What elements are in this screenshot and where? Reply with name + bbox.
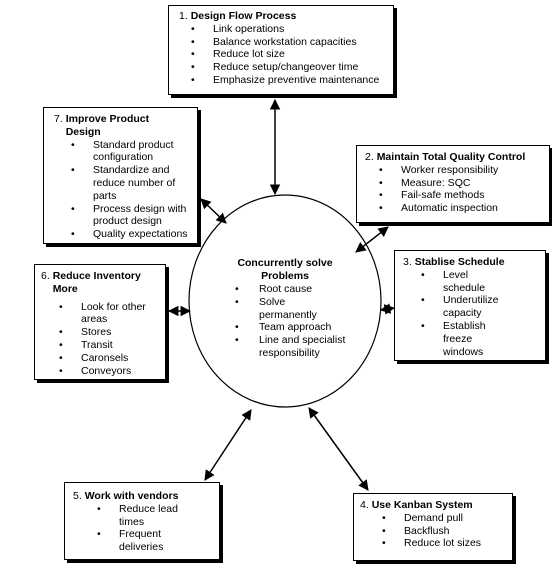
box-use-kanban-system: 4. Use Kanban System Demand pull Backflu… (353, 493, 513, 561)
box7-item: Standardize and reduce number of parts (71, 164, 197, 202)
box6-number: 6. (41, 270, 50, 282)
arrow-box3-center (379, 303, 396, 315)
box2-number: 2. (365, 151, 374, 163)
box-design-flow-process: 1. Design Flow Process Link operations B… (168, 5, 394, 95)
box6-item: Transit (59, 339, 157, 352)
box1-item: Reduce lot size (191, 48, 387, 61)
box5-number: 5. (73, 490, 82, 502)
center-problem-solving: Concurrently solve Problems Root cause S… (191, 197, 379, 397)
center-item-line-specialist: Line and specialist responsibility (235, 334, 351, 360)
box6-title-text: Reduce Inventory More (52, 270, 141, 295)
box3-item: Underutilize capacity (421, 294, 513, 320)
box7-item: Quality expectations (71, 228, 197, 241)
box7-list: Standard product configuration Standardi… (52, 139, 197, 241)
box4-number: 4. (360, 499, 369, 511)
center-item-team-approach: Team approach (235, 321, 369, 334)
box7-number: 7. (54, 113, 63, 125)
box1-number: 1. (179, 10, 188, 22)
box4-item: Backflush (382, 525, 508, 538)
box3-title-text: Stablise Schedule (414, 256, 505, 268)
box3-title: 3. Stablise Schedule (403, 256, 541, 269)
box2-title-text: Maintain Total Quality Control (376, 151, 526, 163)
box5-item: Frequent deliveries (97, 528, 189, 554)
center-title-line1: Concurrently solve (237, 257, 333, 269)
box5-item: Reduce lead times (97, 503, 189, 529)
box6-item: Stores (59, 326, 157, 339)
box7-item: Standard product configuration (71, 139, 197, 165)
arrow-box4-center (308, 407, 369, 491)
box-maintain-quality-control: 2. Maintain Total Quality Control Worker… (356, 145, 550, 223)
arrow-box7-center (200, 198, 227, 224)
box-improve-product-design: 7. Improve Product Design Standard produ… (43, 107, 198, 244)
box1-title-text: Design Flow Process (190, 10, 297, 22)
box4-title: 4. Use Kanban System (360, 499, 508, 512)
box3-list: Level schedule Underutilize capacity Est… (403, 269, 513, 359)
box1-list: Link operations Balance workstation capa… (179, 23, 387, 87)
box1-item: Balance workstation capacities (191, 36, 387, 49)
box4-item: Reduce lot sizes (382, 537, 508, 550)
center-item-solve-permanently: Solve permanently (235, 296, 319, 322)
box4-title-text: Use Kanban System (371, 499, 473, 511)
box5-list: Reduce lead times Frequent deliveries (73, 503, 189, 554)
center-list: Root cause Solve permanently Team approa… (235, 283, 369, 360)
box4-item: Demand pull (382, 512, 508, 525)
center-title-line2: Problems (261, 270, 309, 282)
box3-item: Level schedule (421, 269, 513, 295)
box6-list: Look for other areas Stores Transit Caro… (41, 301, 157, 378)
box7-item: Process design with product design (71, 203, 197, 229)
box-reduce-inventory: 6. Reduce Inventory More Look for other … (34, 264, 166, 380)
box2-item: Fail-safe methods (379, 189, 545, 202)
box1-item: Reduce setup/changeover time (191, 61, 387, 74)
box4-list: Demand pull Backflush Reduce lot sizes (360, 512, 508, 550)
box2-title: 2. Maintain Total Quality Control (365, 151, 545, 164)
box2-item: Automatic inspection (379, 202, 545, 215)
box3-item: Establish freeze windows (421, 320, 513, 358)
center-item-root-cause: Root cause (235, 283, 369, 296)
box-work-with-vendors: 5. Work with vendors Reduce lead times F… (64, 482, 220, 560)
box2-item: Worker responsibility (379, 164, 545, 177)
box1-title: 1. Design Flow Process (179, 10, 387, 23)
box7-title-text: Improve Product Design (65, 113, 150, 138)
box1-item: Link operations (191, 23, 387, 36)
box6-item: Look for other areas (59, 301, 157, 327)
box2-list: Worker responsibility Measure: SQC Fail-… (365, 164, 545, 215)
box1-item: Emphasize preventive maintenance (191, 74, 387, 87)
box3-number: 3. (403, 256, 412, 268)
box7-title: 7. Improve Product Design (52, 113, 193, 139)
box5-title-text: Work with vendors (84, 490, 179, 502)
box6-item: Caronsels (59, 352, 157, 365)
box2-item: Measure: SQC (379, 177, 545, 190)
box6-item: Conveyors (59, 365, 157, 378)
arrow-box5-center (204, 409, 252, 481)
box5-title: 5. Work with vendors (73, 490, 215, 503)
box6-title: 6. Reduce Inventory More (41, 270, 161, 296)
arrow-box2-center (355, 226, 389, 253)
box-stabilise-schedule: 3. Stablise Schedule Level schedule Unde… (394, 250, 546, 361)
